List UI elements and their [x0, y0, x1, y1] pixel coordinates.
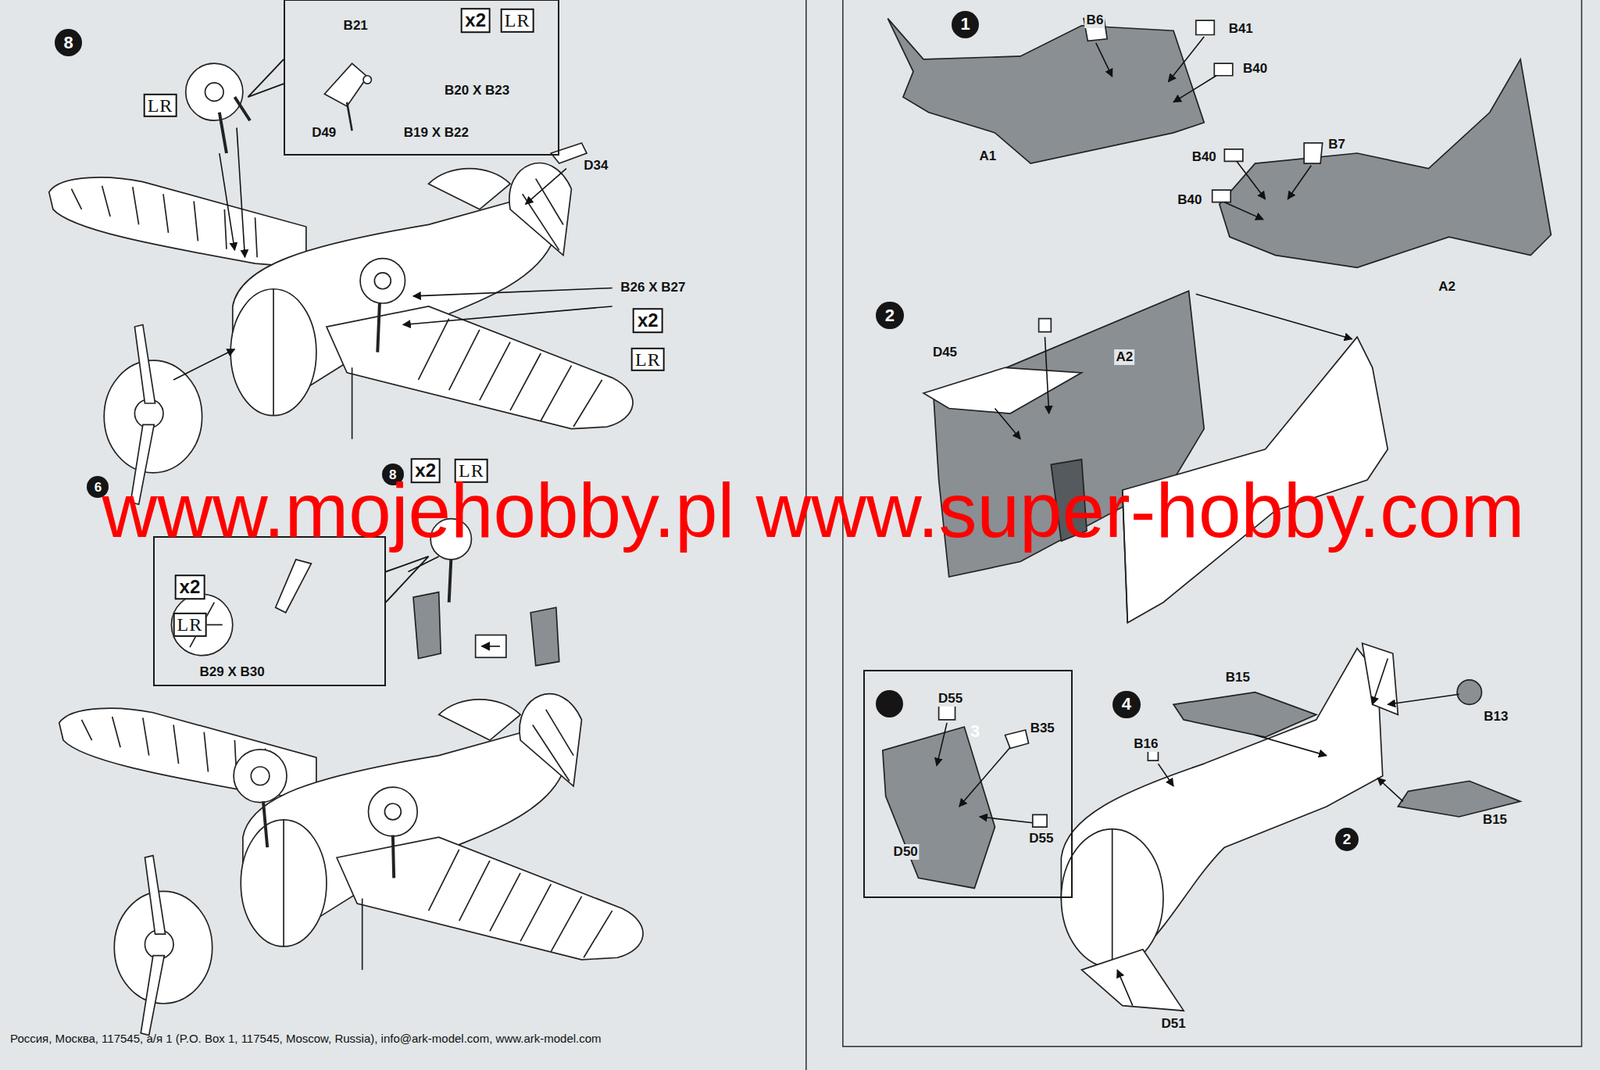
step-number: 8 — [54, 28, 83, 57]
left-right-badge: LR — [631, 347, 665, 372]
part-number: D34 — [582, 157, 610, 174]
part-number: B15 — [1481, 811, 1509, 828]
quantity-badge: x2 — [175, 574, 206, 600]
publisher-address: Россия, Москва, 117545, а/я 1 (P.O. Box … — [10, 1031, 602, 1045]
step-number-text: 1 — [960, 15, 970, 33]
left-right-badge: LR — [143, 92, 178, 117]
quantity-badge: x2 — [460, 7, 491, 33]
part-number: D55 — [1027, 830, 1055, 847]
step-number-text: 2 — [1342, 831, 1352, 847]
part-number: B40 — [1241, 60, 1269, 77]
part-number: B19 X B22 — [402, 125, 471, 141]
part-number: A1 — [977, 148, 998, 165]
inset-box: 3D55B35D50D55 — [863, 669, 1073, 899]
part-number: B29 X B30 — [198, 664, 267, 680]
part-number: D45 — [931, 344, 959, 361]
part-number: D51 — [1159, 1015, 1187, 1032]
watermark: www.mojehobby.pl www.super-hobby.com — [101, 466, 1525, 555]
part-number: A2 — [1114, 349, 1135, 365]
left-right-badge: LR — [173, 612, 208, 636]
step-number: 4 — [1112, 690, 1140, 718]
step-number-text: 2 — [885, 307, 895, 325]
part-number: B20 X B23 — [442, 82, 511, 99]
part-number: B35 — [1028, 720, 1057, 736]
part-number: D49 — [310, 125, 338, 141]
step-number: 2 — [1335, 827, 1359, 851]
part-number: B40 — [1190, 149, 1218, 165]
step-number-text: 8 — [63, 34, 73, 52]
step-number: 3 — [875, 689, 904, 718]
part-number: D50 — [892, 843, 920, 860]
part-number: B16 — [1132, 735, 1160, 752]
step-number-text: 3 — [970, 722, 980, 740]
part-number: B7 — [1326, 136, 1347, 153]
step-number: 1 — [951, 10, 979, 39]
part-number: B15 — [1224, 669, 1252, 686]
part-number: B6 — [1085, 12, 1106, 29]
part-number: A2 — [1436, 278, 1458, 295]
part-number: B26 X B27 — [618, 279, 687, 296]
step-number: 2 — [875, 301, 904, 329]
part-number: B40 — [1175, 192, 1204, 208]
part-number: D55 — [936, 690, 965, 707]
part-number: B13 — [1482, 708, 1510, 725]
quantity-badge: x2 — [632, 307, 664, 333]
left-right-badge: LR — [500, 8, 535, 33]
step-number-text: 4 — [1121, 695, 1132, 713]
part-number: B41 — [1227, 21, 1255, 37]
part-number: B21 — [342, 17, 370, 34]
inset-box: B29 X B30 — [153, 535, 386, 686]
step-number-text: 6 — [94, 480, 102, 494]
